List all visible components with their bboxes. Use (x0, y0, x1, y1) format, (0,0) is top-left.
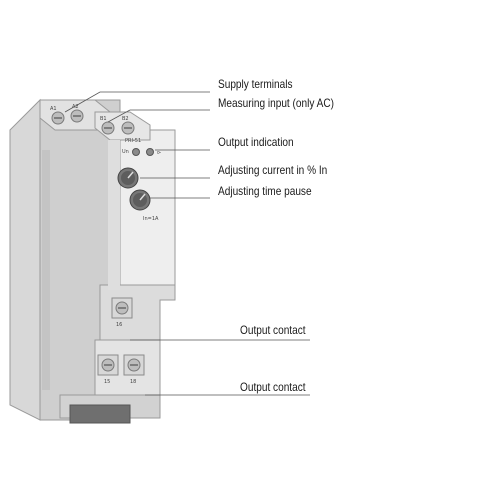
terminal-label-b1: B1 (100, 116, 107, 122)
terminal-label-15: 15 (104, 379, 110, 385)
terminal-label-16: 16 (116, 322, 122, 328)
terminal-screw-a1 (51, 111, 65, 125)
terminal-screw-b2 (121, 121, 135, 135)
terminal-screw-18 (123, 354, 145, 376)
leader-measuring-input (107, 109, 210, 123)
callout-output-contact-lower: Output contact (240, 380, 306, 394)
callout-measuring-input: Measuring input (only AC) (218, 96, 334, 110)
callout-supply-terminals: Supply terminals (218, 77, 293, 91)
terminal-screw-a2 (70, 109, 84, 123)
led-output-indicator (146, 148, 154, 156)
terminal-label-a2: A2 (72, 104, 79, 110)
callout-adjusting-time-pause: Adjusting time pause (218, 184, 312, 198)
range-label: In=1A (143, 216, 159, 222)
terminal-label-b2: B2 (122, 116, 129, 122)
terminal-label-a1: A1 (50, 106, 57, 112)
led-output-label: ⊳ (157, 150, 161, 156)
callout-output-indication: Output indication (218, 135, 294, 149)
callout-output-contact-upper: Output contact (240, 323, 306, 337)
current-adjust-knob[interactable] (117, 167, 139, 189)
leader-lines (64, 91, 310, 396)
callout-adjusting-current: Adjusting current in % In (218, 163, 328, 177)
led-supply-indicator (132, 148, 140, 156)
terminal-label-18: 18 (130, 379, 136, 385)
leader-supply-terminals (64, 91, 210, 113)
terminal-screw-15 (97, 354, 119, 376)
model-label: PRI-51 (125, 138, 141, 144)
terminal-screw-b1 (101, 121, 115, 135)
terminal-screw-16 (111, 297, 133, 319)
led-supply-label: Un (122, 149, 129, 155)
time-pause-knob[interactable] (129, 189, 151, 211)
